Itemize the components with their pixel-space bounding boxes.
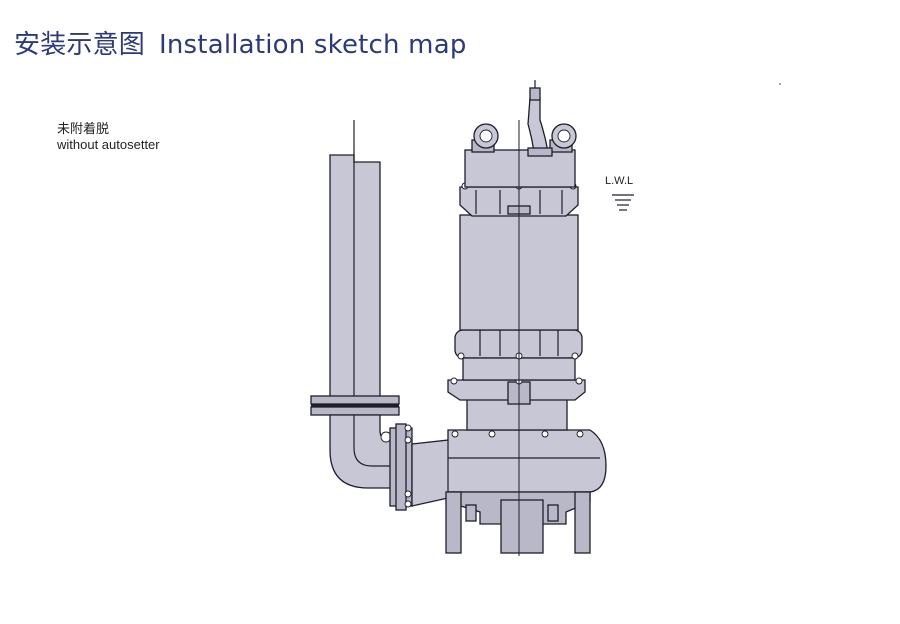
lifting-eye-left — [473, 123, 499, 149]
low-water-level-label: L.W.L — [605, 175, 634, 187]
lifting-eye-right — [551, 123, 577, 149]
power-cable — [527, 80, 553, 157]
page-title: 安装示意图 Installation sketch map — [14, 24, 467, 61]
bearing-housing — [447, 377, 586, 431]
note-zh: 未附着脱 — [57, 121, 110, 136]
title-zh: 安装示意图 — [14, 30, 146, 60]
pipe-flange — [310, 395, 400, 416]
stray-dot — [779, 83, 781, 85]
note-en: without autosetter — [57, 137, 160, 152]
motor-top-cover — [464, 139, 576, 188]
pump-base — [445, 491, 591, 554]
water-level-symbol — [612, 194, 634, 211]
discharge-pipe — [329, 120, 381, 440]
title-en: Installation sketch map — [159, 30, 467, 60]
installation-note: 未附着脱 without autosetter — [57, 121, 160, 153]
outlet-flange — [389, 423, 413, 511]
